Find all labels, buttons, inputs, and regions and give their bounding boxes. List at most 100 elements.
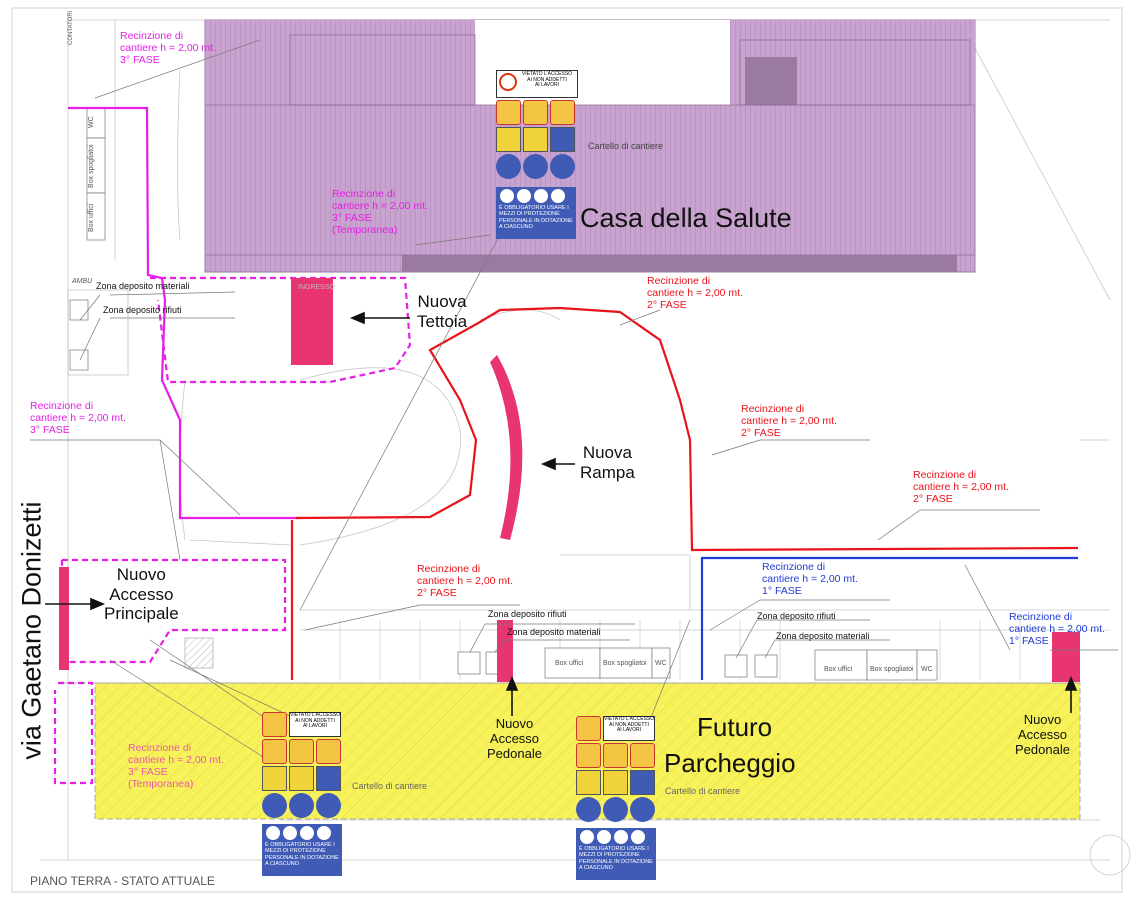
zona-deposito-rifiuti-3: Zona deposito rifiuti (757, 611, 836, 621)
prohibition-icon (316, 739, 341, 764)
fence-label-fase3-top: Recinzione di cantiere h = 2,00 mt. 3° F… (120, 30, 217, 67)
prohibition-icon (262, 739, 287, 764)
fence-label-fase3-temp-bottom: Recinzione di cantiere h = 2,00 mt. 3° F… (128, 742, 225, 791)
zona-deposito-rifiuti-1: Zona deposito rifiuti (103, 305, 182, 315)
gloves-icon (576, 797, 601, 822)
box-uffici-right: Box uffici (824, 666, 853, 673)
nuova-rampa-label: Nuova Rampa (580, 443, 635, 482)
box-wc-right: WC (921, 666, 933, 673)
warning-icon (523, 127, 548, 152)
nuovo-accesso-pedonale-2-area (1052, 632, 1080, 682)
prohibition-icon (523, 100, 548, 125)
warning-icon (289, 766, 314, 791)
building-casa-della-salute (204, 19, 976, 273)
warning-icons (496, 127, 576, 152)
obbligatorio-text: È OBBLIGATORIO USARE I MEZZI DI PROTEZIO… (499, 205, 573, 230)
safety-sign-top: VIETATO L'ACCESSO AI NON ADDETTI AI LAVO… (496, 70, 578, 239)
via-gaetano-donizetti-label: via Gaetano Donizetti (16, 501, 47, 760)
nuovo-accesso-pedonale-1-area (497, 620, 513, 682)
cartello-di-cantiere-1: Cartello di cantiere (588, 141, 664, 151)
safety-sign-bottom-center: VIETATO L'ACCESSO AI NON ADDETTI AI LAVO… (576, 716, 656, 880)
ppe-icon (534, 189, 548, 203)
helmet-icon (523, 154, 548, 179)
fence-label-fase2-b: Recinzione di cantiere h = 2,00 mt. 2° F… (741, 403, 838, 440)
ingresso-label: INGRESSO (298, 284, 335, 291)
prohibition-icon (289, 739, 314, 764)
prohibition-icon (550, 100, 575, 125)
warning-icon (576, 770, 601, 795)
fence-label-fase1-b: Recinzione di cantiere h = 2,00 mt. 1° F… (1009, 611, 1106, 648)
nuova-tettoia-area (291, 278, 333, 365)
fence-label-fase3-left: Recinzione di cantiere h = 2,00 mt. 3° F… (30, 400, 127, 437)
prohibition-icon (576, 716, 601, 741)
fence-fase3-temp (150, 276, 412, 384)
fence-label-fase2-a: Recinzione di cantiere h = 2,00 mt. 2° F… (647, 275, 744, 312)
ppe-icon (597, 830, 611, 844)
box-spogliatoi-mid: Box spogliatoi (603, 660, 647, 667)
obbligatorio-text: È OBBLIGATORIO USARE I MEZZI DI PROTEZIO… (579, 846, 653, 871)
ppe-icons (576, 828, 656, 846)
ppe-icon (283, 826, 297, 840)
futuro-label: Futuro (697, 712, 773, 742)
vietato-panel: VIETATO L'ACCESSO AI NON ADDETTI AI LAVO… (603, 716, 655, 741)
box-spogliatoi-top: Box spogliatoi (88, 144, 95, 188)
ppe-icon (614, 830, 628, 844)
warning-icon (496, 127, 521, 152)
fence-fase1 (700, 556, 1078, 680)
prohibition-icon (262, 712, 287, 737)
ppe-icons (496, 187, 576, 205)
ppe-icon (266, 826, 280, 840)
ppe-icon (631, 830, 645, 844)
ppe-icons (262, 824, 342, 842)
box-wc-mid: WC (655, 660, 667, 667)
safety-sign-bottom-left: VIETATO L'ACCESSO AI NON ADDETTI AI LAVO… (262, 712, 342, 876)
hatched-block (184, 637, 214, 669)
ppe-icon (580, 830, 594, 844)
cartello-di-cantiere-3: Cartello di cantiere (665, 786, 741, 796)
casa-della-salute-label: Casa della Salute (580, 203, 792, 233)
mandatory-icon (550, 127, 575, 152)
ambu-label: AMBU (72, 278, 93, 285)
mandatory-icon (316, 766, 341, 791)
ppe-icon (517, 189, 531, 203)
zona-deposito-materiali-2: Zona deposito materiali (507, 627, 601, 637)
prohibition-icon (603, 743, 628, 768)
nuova-rampa-area (490, 355, 523, 540)
fence-label-fase1-a: Recinzione di cantiere h = 2,00 mt. 1° F… (762, 561, 859, 598)
cartello-di-cantiere-2: Cartello di cantiere (352, 781, 428, 791)
warning-icon (262, 766, 287, 791)
gloves-icon (496, 154, 521, 179)
fence-fase2-main (295, 306, 1079, 552)
site-boxes-bottom (457, 647, 938, 681)
prohibition-icon (576, 743, 601, 768)
leader-lines (30, 39, 1118, 761)
site-boxes-left (67, 107, 129, 376)
obbligatorio-panel: È OBBLIGATORIO USARE I MEZZI DI PROTEZIO… (496, 187, 576, 239)
warning-icon (603, 770, 628, 795)
box-uffici-mid: Box uffici (555, 660, 584, 667)
box-wc-top: WC (88, 116, 95, 128)
zona-deposito-materiali-3: Zona deposito materiali (776, 631, 870, 641)
helmet-icon (289, 793, 314, 818)
fence-fase3 (68, 106, 300, 520)
helmet-icon (603, 797, 628, 822)
ppe-icon (300, 826, 314, 840)
box-uffici-top: Box uffici (88, 203, 95, 232)
obbligatorio-text: È OBBLIGATORIO USARE I MEZZI DI PROTEZIO… (265, 842, 339, 867)
fence-label-fase2-c: Recinzione di cantiere h = 2,00 mt. 2° F… (913, 469, 1010, 506)
vietato-panel: VIETATO L'ACCESSO AI NON ADDETTI AI LAVO… (496, 70, 578, 98)
boots-icon (316, 793, 341, 818)
nuovo-accesso-pedonale-1-label: Nuovo Accesso Pedonale (487, 716, 542, 761)
fence-fase3-temp-2 (60, 558, 287, 664)
nuovo-accesso-principale-label: Nuovo Accesso Principale (104, 565, 179, 624)
prohibition-icon (496, 100, 521, 125)
mandatory-icon (630, 770, 655, 795)
no-entry-icon (499, 73, 517, 91)
mandatory-icons (496, 154, 576, 179)
sign-grid: VIETATO L'ACCESSO AI NON ADDETTI AI LAVO… (576, 716, 656, 822)
parcheggio-label: Parcheggio (664, 748, 796, 778)
ppe-icon (500, 189, 514, 203)
arrows (45, 311, 1078, 716)
contatori-label: CONTATORI (68, 10, 74, 45)
